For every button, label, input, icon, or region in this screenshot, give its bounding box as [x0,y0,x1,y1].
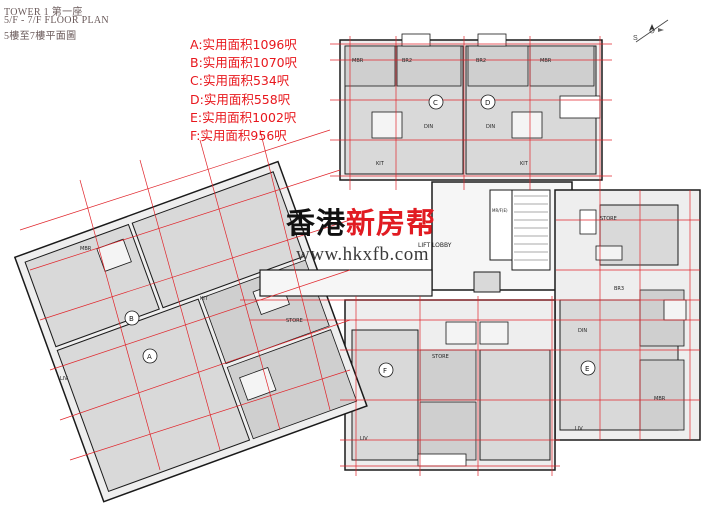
flat-marker-e: E [580,360,596,376]
svg-text:STORE: STORE [600,216,617,222]
compass-south-label: S [633,35,638,42]
svg-text:DIN: DIN [424,124,433,130]
svg-text:MBR: MBR [352,58,364,64]
area-legend: A:实用面积1096呎 B:实用面积1070呎 C:实用面积534呎 D:实用面… [190,36,297,145]
watermark-brand-black: 香港 [286,206,347,240]
room-labels: MBR BR2 BR2 MBR DIN DIN KIT KIT BR3 MBR … [60,58,666,442]
svg-text:B: B [129,315,134,323]
legend-item-e: E:实用面积1002呎 [190,109,297,125]
legend-item-c: C:实用面积534呎 [190,73,290,89]
flat-marker-a: A [142,348,158,364]
legend-item-b: B:实用面积1070呎 [190,55,298,71]
watermark-url: www.hkxfb.com [296,244,429,265]
connector-corridor [259,269,433,297]
flat-marker-f: F [378,362,394,378]
compass-icon [635,19,669,43]
svg-text:KIT: KIT [376,161,385,167]
svg-text:LIV: LIV [575,426,583,432]
svg-text:MBR: MBR [654,396,666,402]
svg-text:KIT: KIT [200,296,209,302]
central-core: LIFT LOBBY MR/F(E) [418,181,573,293]
flat-marker-c: C [428,94,444,110]
floor-range-title-cn: 5樓至7樓平面圖 [4,31,77,42]
flat-marker-d: D [480,94,496,110]
svg-text:KIT: KIT [520,161,529,167]
mrf-label: MR/F(E) [492,208,508,213]
svg-text:F: F [383,367,387,375]
wing-bottom [344,299,556,471]
svg-text:LIV: LIV [360,436,368,442]
svg-text:MBR: MBR [80,246,92,252]
floor-range-title: 5/F - 7/F FLOOR PLAN [4,15,109,26]
wing-upper [339,33,603,181]
svg-text:DIN: DIN [486,124,495,130]
flat-markers: C D E F A B [124,94,596,378]
svg-text:BR2: BR2 [476,58,486,64]
watermark-brand-red: 新房帮 [346,206,437,240]
legend-item-f: F:实用面积956呎 [190,128,287,144]
svg-text:DIN: DIN [578,328,587,334]
tower-title: TOWER 1 第一座 [4,7,83,18]
svg-text:STORE: STORE [432,354,449,360]
dimension-lines [19,36,700,476]
legend-item-a: A:实用面积1096呎 [190,37,297,52]
svg-text:BR2: BR2 [402,58,412,64]
svg-text:A: A [147,353,152,361]
svg-text:D: D [485,99,490,107]
svg-text:E: E [585,365,589,373]
lift-lobby-label: LIFT LOBBY [418,242,452,249]
svg-text:MBR: MBR [540,58,552,64]
svg-text:LIV: LIV [60,376,68,382]
svg-text:BR3: BR3 [614,286,624,292]
flat-marker-b: B [124,310,140,326]
wing-right [554,189,701,441]
svg-text:STORE: STORE [286,318,303,324]
legend-item-d: D:实用面积558呎 [190,91,291,107]
svg-text:C: C [433,99,438,107]
watermark-brand: 香港新房帮 [286,200,436,242]
